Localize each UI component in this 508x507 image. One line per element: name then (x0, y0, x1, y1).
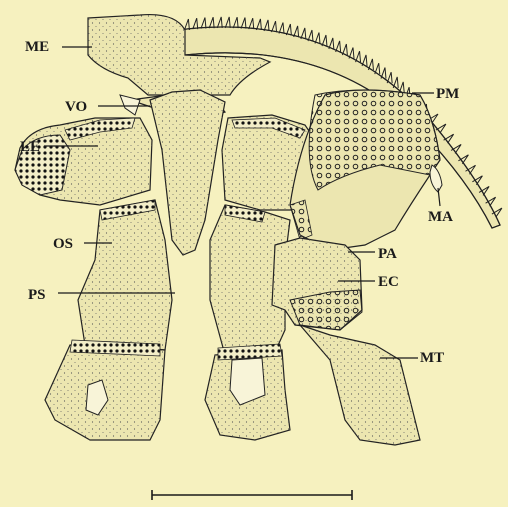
maxilla (430, 165, 442, 192)
mesethmoid (88, 15, 270, 95)
svg-text:VO: VO (65, 99, 87, 115)
label-ma: MA (428, 188, 453, 225)
svg-text:PM: PM (436, 86, 459, 102)
scale-bar (152, 490, 352, 500)
svg-text:PS: PS (28, 287, 46, 303)
label-me: ME (25, 39, 92, 55)
palatine (290, 90, 440, 250)
svg-text:PA: PA (378, 246, 397, 262)
svg-text:LE: LE (20, 139, 40, 155)
metapterygoid (300, 325, 420, 445)
svg-text:MT: MT (420, 350, 444, 366)
basal-plate-left (45, 340, 165, 440)
svg-text:MA: MA (428, 209, 453, 225)
basal-plate-right (205, 344, 290, 440)
svg-text:OS: OS (53, 236, 73, 252)
svg-text:ME: ME (25, 39, 49, 55)
lateral-ethmoid-left (15, 118, 152, 205)
svg-text:EC: EC (378, 274, 399, 290)
orbitosphenoid-left (78, 200, 172, 350)
